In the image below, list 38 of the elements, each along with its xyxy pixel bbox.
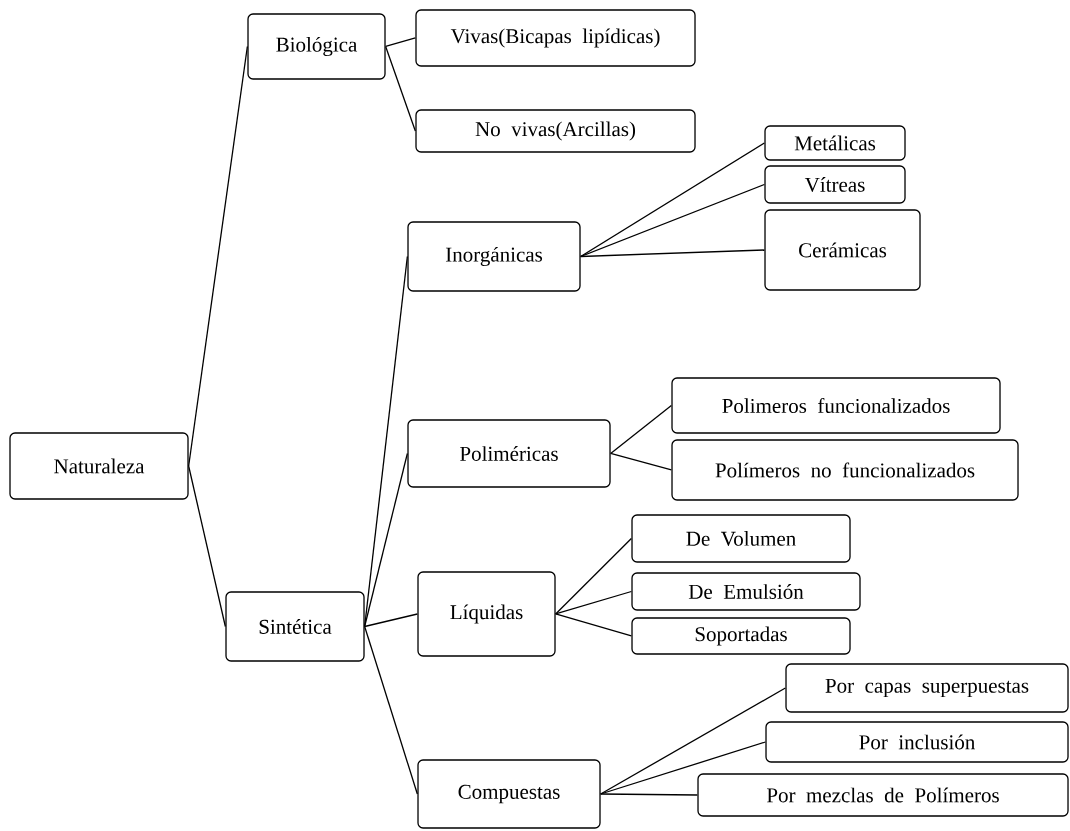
- connector-line: [600, 687, 786, 795]
- category-box: Polimeros funcionalizados: [671, 377, 1001, 434]
- connector-line: [580, 142, 765, 258]
- connector-line: [188, 465, 226, 628]
- category-box: Poliméricas: [407, 419, 611, 488]
- category-box: Cerámicas: [764, 209, 921, 291]
- connector-line: [385, 37, 416, 48]
- connector-line: [610, 404, 672, 455]
- category-box: Polímeros no funcionalizados: [671, 439, 1019, 501]
- connector-line: [555, 590, 632, 615]
- category-box: Líquidas: [417, 571, 556, 657]
- category-box: No vivas(Arcillas): [415, 109, 696, 153]
- connector-line: [580, 249, 765, 258]
- category-box: De Volumen: [631, 514, 851, 563]
- category-box: Por inclusión: [765, 721, 1069, 763]
- connector-line: [364, 452, 408, 628]
- connector-line: [188, 45, 248, 467]
- category-box: Por mezclas de Polímeros: [697, 773, 1069, 817]
- category-box: Soportadas: [631, 617, 851, 655]
- category-box: Metálicas: [764, 125, 906, 161]
- category-box: Biológica: [247, 13, 386, 80]
- connector-line: [580, 183, 765, 258]
- connector-line: [555, 537, 632, 615]
- connector-line: [364, 625, 418, 795]
- category-box: Sintética: [225, 591, 365, 662]
- category-box: Por capas superpuestas: [785, 663, 1069, 713]
- category-box: Vivas(Bicapas lipídicas): [415, 9, 696, 67]
- category-box: Vítreas: [764, 165, 906, 204]
- connector-line: [600, 793, 698, 796]
- category-box: Compuestas: [417, 759, 601, 829]
- category-box: Naturaleza: [9, 432, 189, 500]
- connector-line: [600, 741, 766, 795]
- category-box: De Emulsión: [631, 572, 861, 611]
- connector-line: [610, 452, 672, 471]
- connector-line: [555, 613, 632, 637]
- connector-line: [385, 45, 416, 132]
- category-box: Inorgánicas: [407, 221, 581, 292]
- connector-line: [364, 613, 418, 628]
